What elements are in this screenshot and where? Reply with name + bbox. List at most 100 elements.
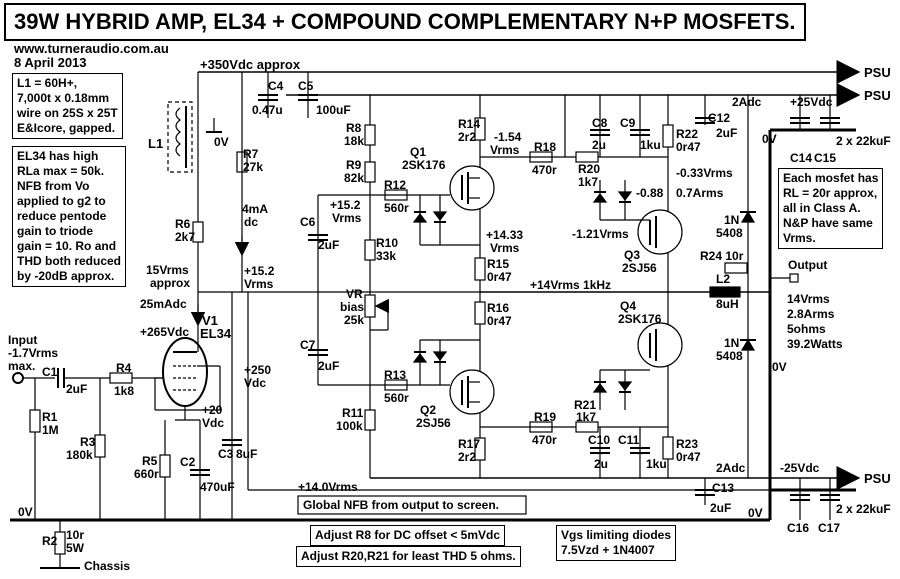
r22-val: 0r47 [676,140,701,154]
r18-val: 470r [532,163,557,177]
c10-label: C10 [588,433,611,447]
c15-label: C15 [814,151,837,165]
d2-label-a: 1N [724,336,740,350]
reading-07a: 0.7Arms [676,186,724,200]
reading-033v: -0.33Vrms [676,166,733,180]
r5-val: 660r [134,467,159,481]
c14-val: 2 x 22kuF [836,134,891,148]
reading-dc: dc [244,215,259,229]
reading-250v: +250 [244,363,272,377]
r20-val: 1k7 [578,175,599,189]
vr-label: VR [346,287,363,301]
r12-label: R12 [384,178,407,192]
c9-val: 1ku [640,138,661,152]
r1-label: R1 [42,410,58,424]
r6-val: 2k7 [175,230,196,244]
d1-label-a: 1N [724,213,740,227]
reading-20v-unit: Vdc [202,416,225,430]
c1-val: 2uF [66,382,88,396]
q4-val: 2SK176 [618,312,662,326]
c1-label: C1 [42,365,58,379]
zero-v-right-top: 0V [762,132,777,146]
c3-label: C3 [218,447,234,461]
reading-25ma: 25mAdc [140,297,187,311]
input-level: -1.7Vrms [8,346,59,360]
pos-rail-label: +25Vdc [790,95,833,109]
r12-val: 560r [384,201,409,215]
reading-152b-unit: Vrms [332,211,362,225]
d1-label-b: 5408 [716,226,743,240]
r10-label: R10 [376,236,399,250]
r19-label: R19 [534,410,557,424]
reading-approx: approx [150,276,191,290]
q1-val: 2SK176 [402,158,446,172]
vr-bias: bias [340,300,365,314]
v1-val: EL34 [200,326,232,341]
reading-1433v: +14.33 [486,228,524,242]
c2-label: C2 [180,455,196,469]
c13-label: C13 [712,481,735,495]
global-nfb-note: Global NFB from output to screen. [303,498,500,512]
c6-val: 2uF [318,238,340,252]
reading-088v: -0.88 [636,186,664,200]
d2-label-b: 5408 [716,349,743,363]
reading-140vrms: +14.0Vrms [298,480,358,494]
l1-label: L1 [148,136,164,151]
c14-label: C14 [790,151,813,165]
r5-label: R5 [142,454,158,468]
r14-label: R14 [458,117,481,131]
r21-label: R21 [574,398,597,412]
r14-val: 2r2 [458,130,477,144]
reading-14vrms-1khz: +14Vrms 1kHz [530,278,612,292]
current-top: 2Adc [732,95,762,109]
r9-val: 82k [344,171,365,185]
input-label: Input [8,333,38,347]
c5-val: 100uF [316,103,351,117]
r2-val: 10r [66,528,85,542]
r7-val: 27k [243,160,264,174]
r2-label: R2 [42,534,58,548]
l1-zero: 0V [214,135,229,149]
q3-val: 2SJ56 [622,261,657,275]
c16-val: 2 x 22kuF [836,502,891,516]
c11-val: 1ku [646,457,667,471]
c12-val: 2uF [716,126,738,140]
reading-154v-unit: Vrms [490,143,520,157]
r3-val: 180k [66,448,93,462]
r8-val: 18k [344,134,365,148]
c7-label: C7 [300,338,316,352]
c4-label: C4 [268,79,284,93]
q3-label: Q3 [624,248,641,262]
c17-label: C17 [818,521,841,535]
reading-265v: +265Vdc [140,325,190,339]
r18-label: R18 [534,140,557,154]
c5-label: C5 [298,79,314,93]
zero-v-right-bot: 0V [748,506,763,520]
r20-label: R20 [578,162,601,176]
r19-val: 470r [532,433,557,447]
r17-val: 2r2 [458,450,477,464]
c7-val: 2uF [318,359,340,373]
r13-val: 560r [384,391,409,405]
r23-val: 0r47 [676,450,701,464]
date: 8 April 2013 [14,55,87,70]
r10-val: 33k [376,249,397,263]
r15-val: 0r47 [487,270,512,284]
reading-20v: +20 [202,403,223,417]
zero-v-left: 0V [18,505,33,519]
v1-label: V1 [202,313,218,328]
schematic-title: 39W HYBRID AMP, EL34 + COMPOUND COMPLEME… [4,3,806,41]
c12-label: C12 [708,111,731,125]
c16-label: C16 [787,521,810,535]
r24-label: R24 10r [700,249,744,263]
reading-1433v-unit: Vrms [490,241,520,255]
r6-label: R6 [175,217,191,231]
q1-label: Q1 [410,145,427,159]
r16-label: R16 [487,301,510,315]
r9-label: R9 [346,158,362,172]
r1-val: 1M [42,423,59,437]
r13-label: R13 [384,368,407,382]
neg-rail-label: -25Vdc [780,461,820,475]
